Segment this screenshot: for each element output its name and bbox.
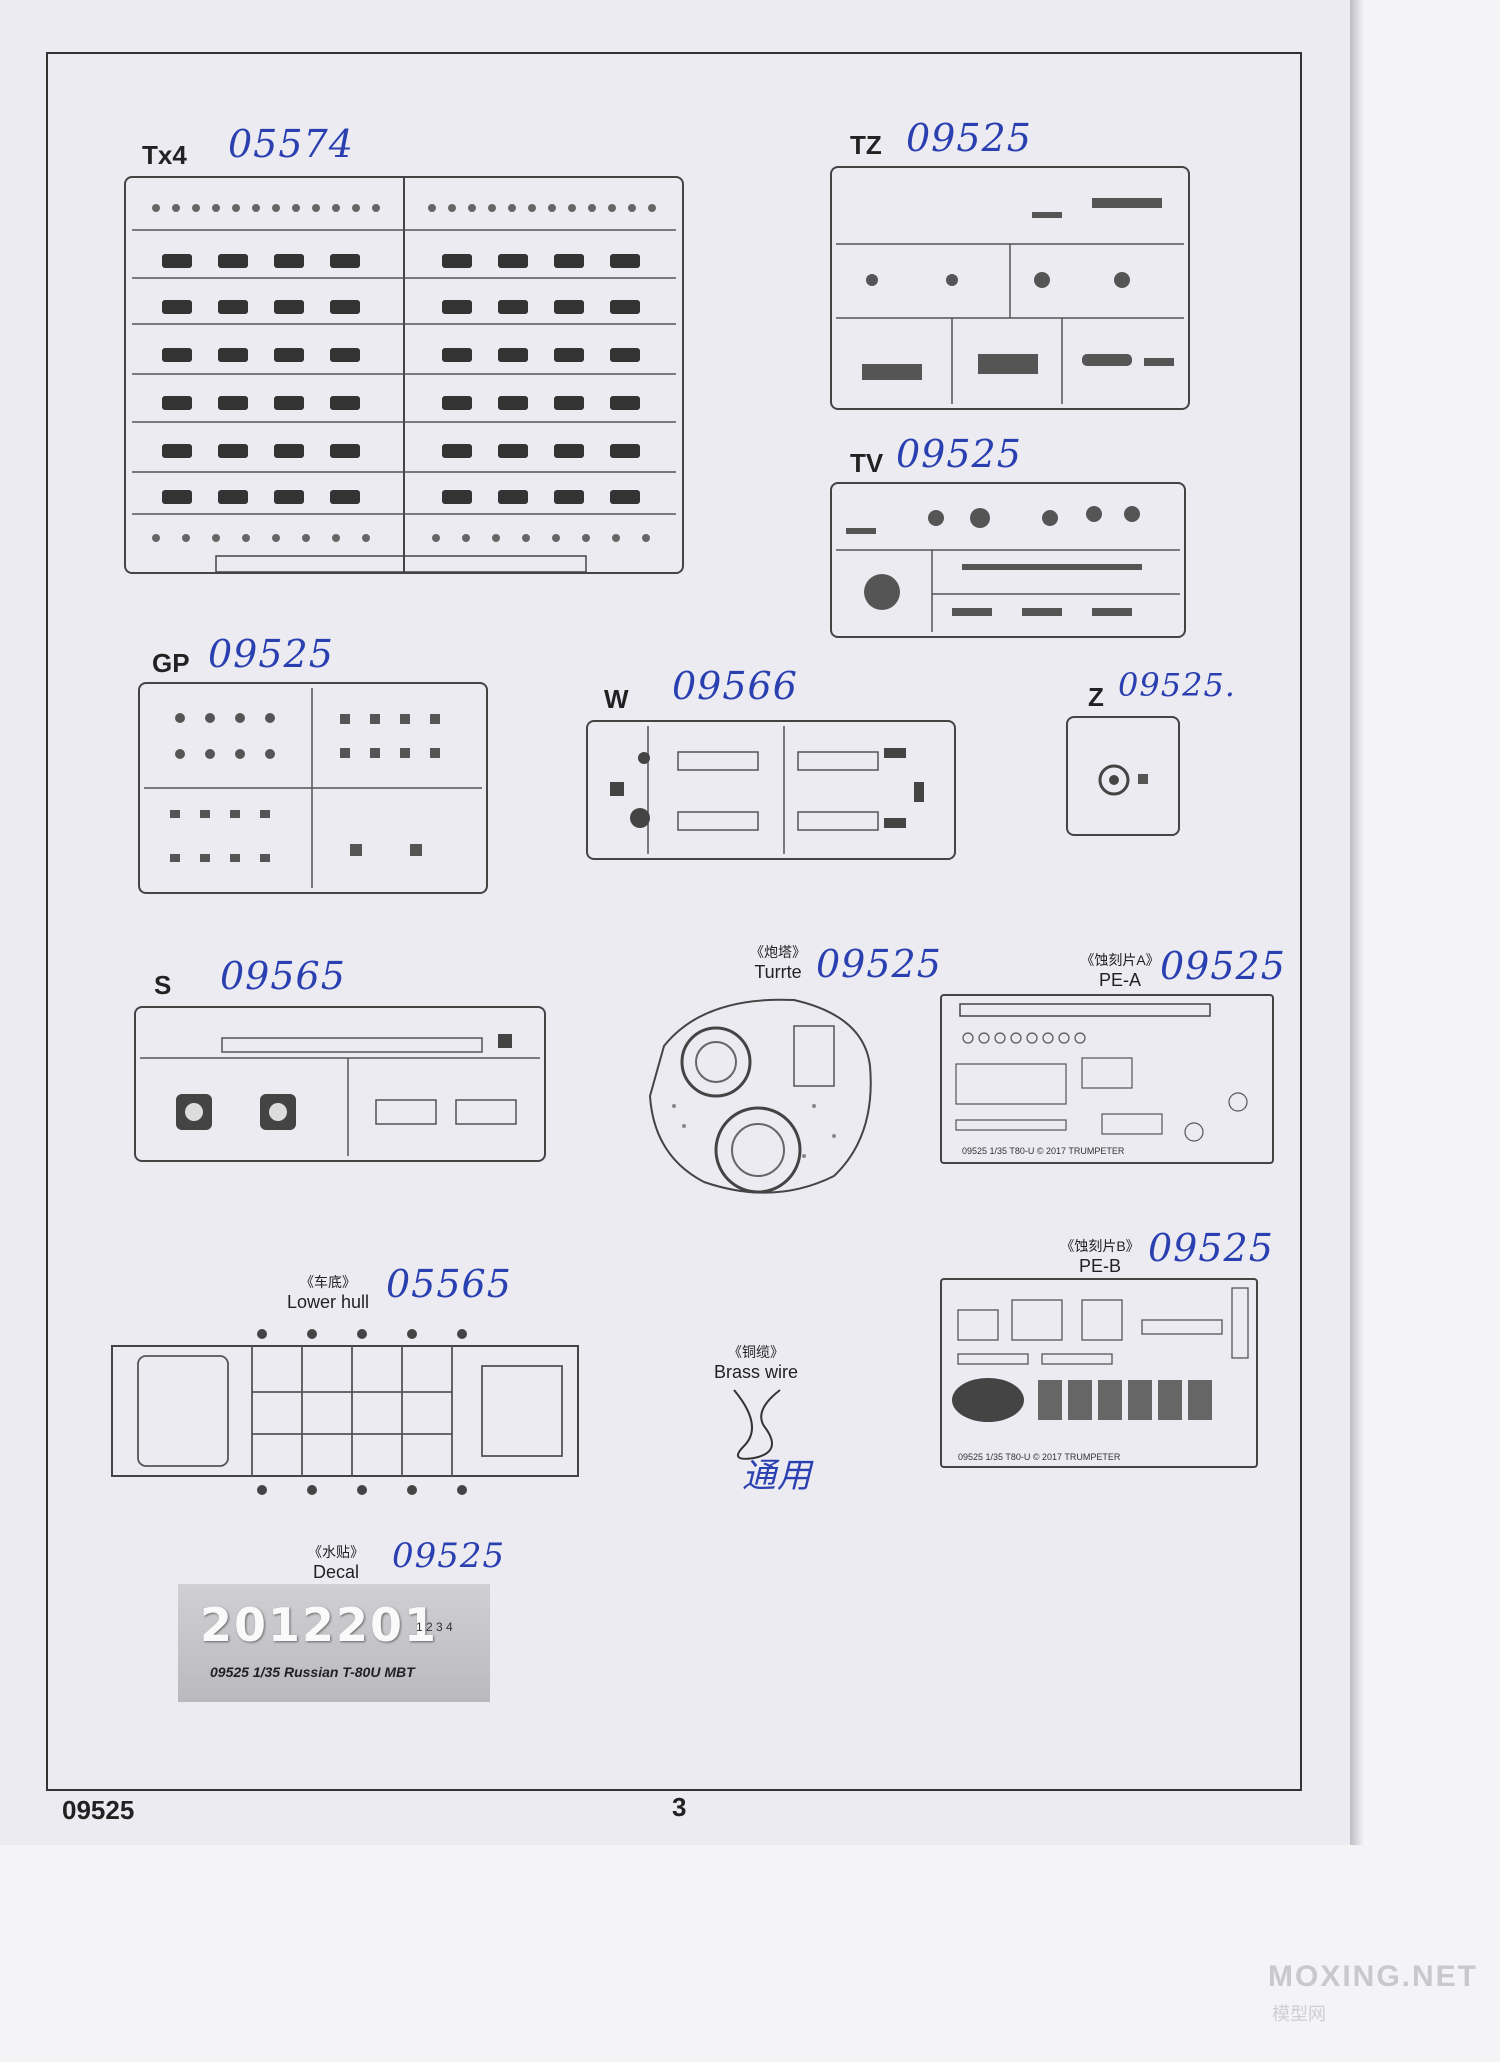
decal-numbers: 2012201 [200, 1598, 439, 1652]
sprue-tx4-drawing [132, 178, 676, 572]
turret-drawing [648, 998, 872, 1194]
decal-sheet-caption: 09525 1/35 Russian T-80U MBT [210, 1664, 415, 1680]
handwritten-note-tx4: 05574 [228, 122, 354, 166]
pe-a-en: PE-A [1098, 970, 1141, 990]
sprue-gp-drawing [144, 688, 482, 888]
sprue-s-drawing [140, 1034, 540, 1156]
turret-cn: 《炮塔》 [750, 944, 806, 960]
page-edge-shadow [1350, 0, 1364, 1845]
sprue-label-gp: GP [152, 648, 190, 678]
sprue-w-frame [586, 720, 956, 860]
decal-small-numbers: 1 2 3 4 [416, 1620, 453, 1634]
turret-en: Turrte [754, 962, 802, 982]
sprue-tv-drawing [836, 506, 1180, 632]
decal-caption: 《水贴》 Decal [286, 1542, 386, 1582]
pe-a-drawing [955, 1003, 1248, 1142]
pe-b-fret: 09525 1/35 T80-U © 2017 TRUMPETER [940, 1278, 1258, 1468]
sprue-label-s: S [154, 970, 172, 1000]
footer-kit-code: 09525 [62, 1795, 135, 1825]
handwritten-note-lower-hull: 05565 [386, 1262, 512, 1306]
sprue-tz-drawing [836, 198, 1184, 404]
handwritten-note-brass-wire: 通用 [742, 1456, 812, 1496]
watermark-cn: 模型网 [1272, 2004, 1326, 2024]
sprue-label-w: W [604, 684, 629, 714]
sprue-gp-frame [138, 682, 488, 894]
pe-b-fret-caption: 09525 1/35 T80-U © 2017 TRUMPETER [958, 1452, 1121, 1462]
handwritten-note-pe-b: 09525 [1148, 1226, 1274, 1270]
handwritten-note-tz: 09525 [906, 116, 1032, 160]
pe-a-cn: 《蚀刻片A》 [1080, 952, 1160, 968]
decal-sheet: 2012201 1 2 3 4 09525 1/35 Russian T-80U… [178, 1584, 490, 1702]
brass-wire-caption: 《铜缆》 Brass wire [706, 1342, 806, 1382]
sprue-tv-frame [830, 482, 1186, 638]
lower-hull-cn: 《车底》 [300, 1274, 356, 1290]
sprue-w-drawing [610, 726, 924, 854]
pe-b-drawing [952, 1287, 1249, 1422]
watermark-site: MOXING.NET [1268, 1960, 1479, 1993]
lower-hull-caption: 《车底》 Lower hull [268, 1272, 388, 1312]
handwritten-note-gp: 09525 [208, 632, 334, 676]
pe-a-fret-caption: 09525 1/35 T80-U © 2017 TRUMPETER [962, 1146, 1125, 1156]
sprue-label-tv: TV [850, 448, 884, 478]
sprue-z-frame [1066, 716, 1180, 836]
handwritten-note-s: 09565 [220, 954, 346, 998]
brass-wire-drawing [733, 1389, 781, 1460]
sprue-s-frame [134, 1006, 546, 1162]
handwritten-note-tv: 09525 [896, 432, 1022, 476]
handwritten-note-turret: 09525 [816, 942, 942, 986]
handwritten-note-z: 09525. [1118, 666, 1236, 704]
sprue-label-tz: TZ [850, 130, 882, 160]
page-frame [46, 52, 1302, 1791]
handwritten-note-pe-a: 09525 [1160, 944, 1286, 988]
decal-cn: 《水贴》 [308, 1544, 364, 1560]
brass-wire-cn: 《铜缆》 [728, 1344, 784, 1360]
pe-a-fret: 09525 1/35 T80-U © 2017 TRUMPETER [940, 994, 1274, 1164]
sprue-tz-frame [830, 166, 1190, 410]
sprue-label-tx4: Tx4 [142, 140, 187, 170]
handwritten-note-w: 09566 [672, 664, 798, 708]
pe-a-caption: 《蚀刻片A》 PE-A [1060, 950, 1180, 990]
pe-b-en: PE-B [1078, 1256, 1121, 1276]
pe-b-caption: 《蚀刻片B》 PE-B [1040, 1236, 1160, 1276]
handwritten-note-decal: 09525 [392, 1536, 506, 1576]
brass-wire-en: Brass wire [713, 1362, 798, 1382]
lower-hull-drawing [111, 1329, 579, 1495]
sprue-label-z: Z [1088, 682, 1104, 712]
turret-caption: 《炮塔》 Turrte [718, 942, 838, 982]
page-number: 3 [672, 1792, 687, 1822]
sprue-z-drawing [1098, 764, 1148, 796]
decal-en: Decal [312, 1562, 360, 1582]
sprue-tx4-frame [124, 176, 684, 574]
lower-hull-en: Lower hull [286, 1292, 370, 1312]
pe-b-cn: 《蚀刻片B》 [1060, 1238, 1140, 1254]
